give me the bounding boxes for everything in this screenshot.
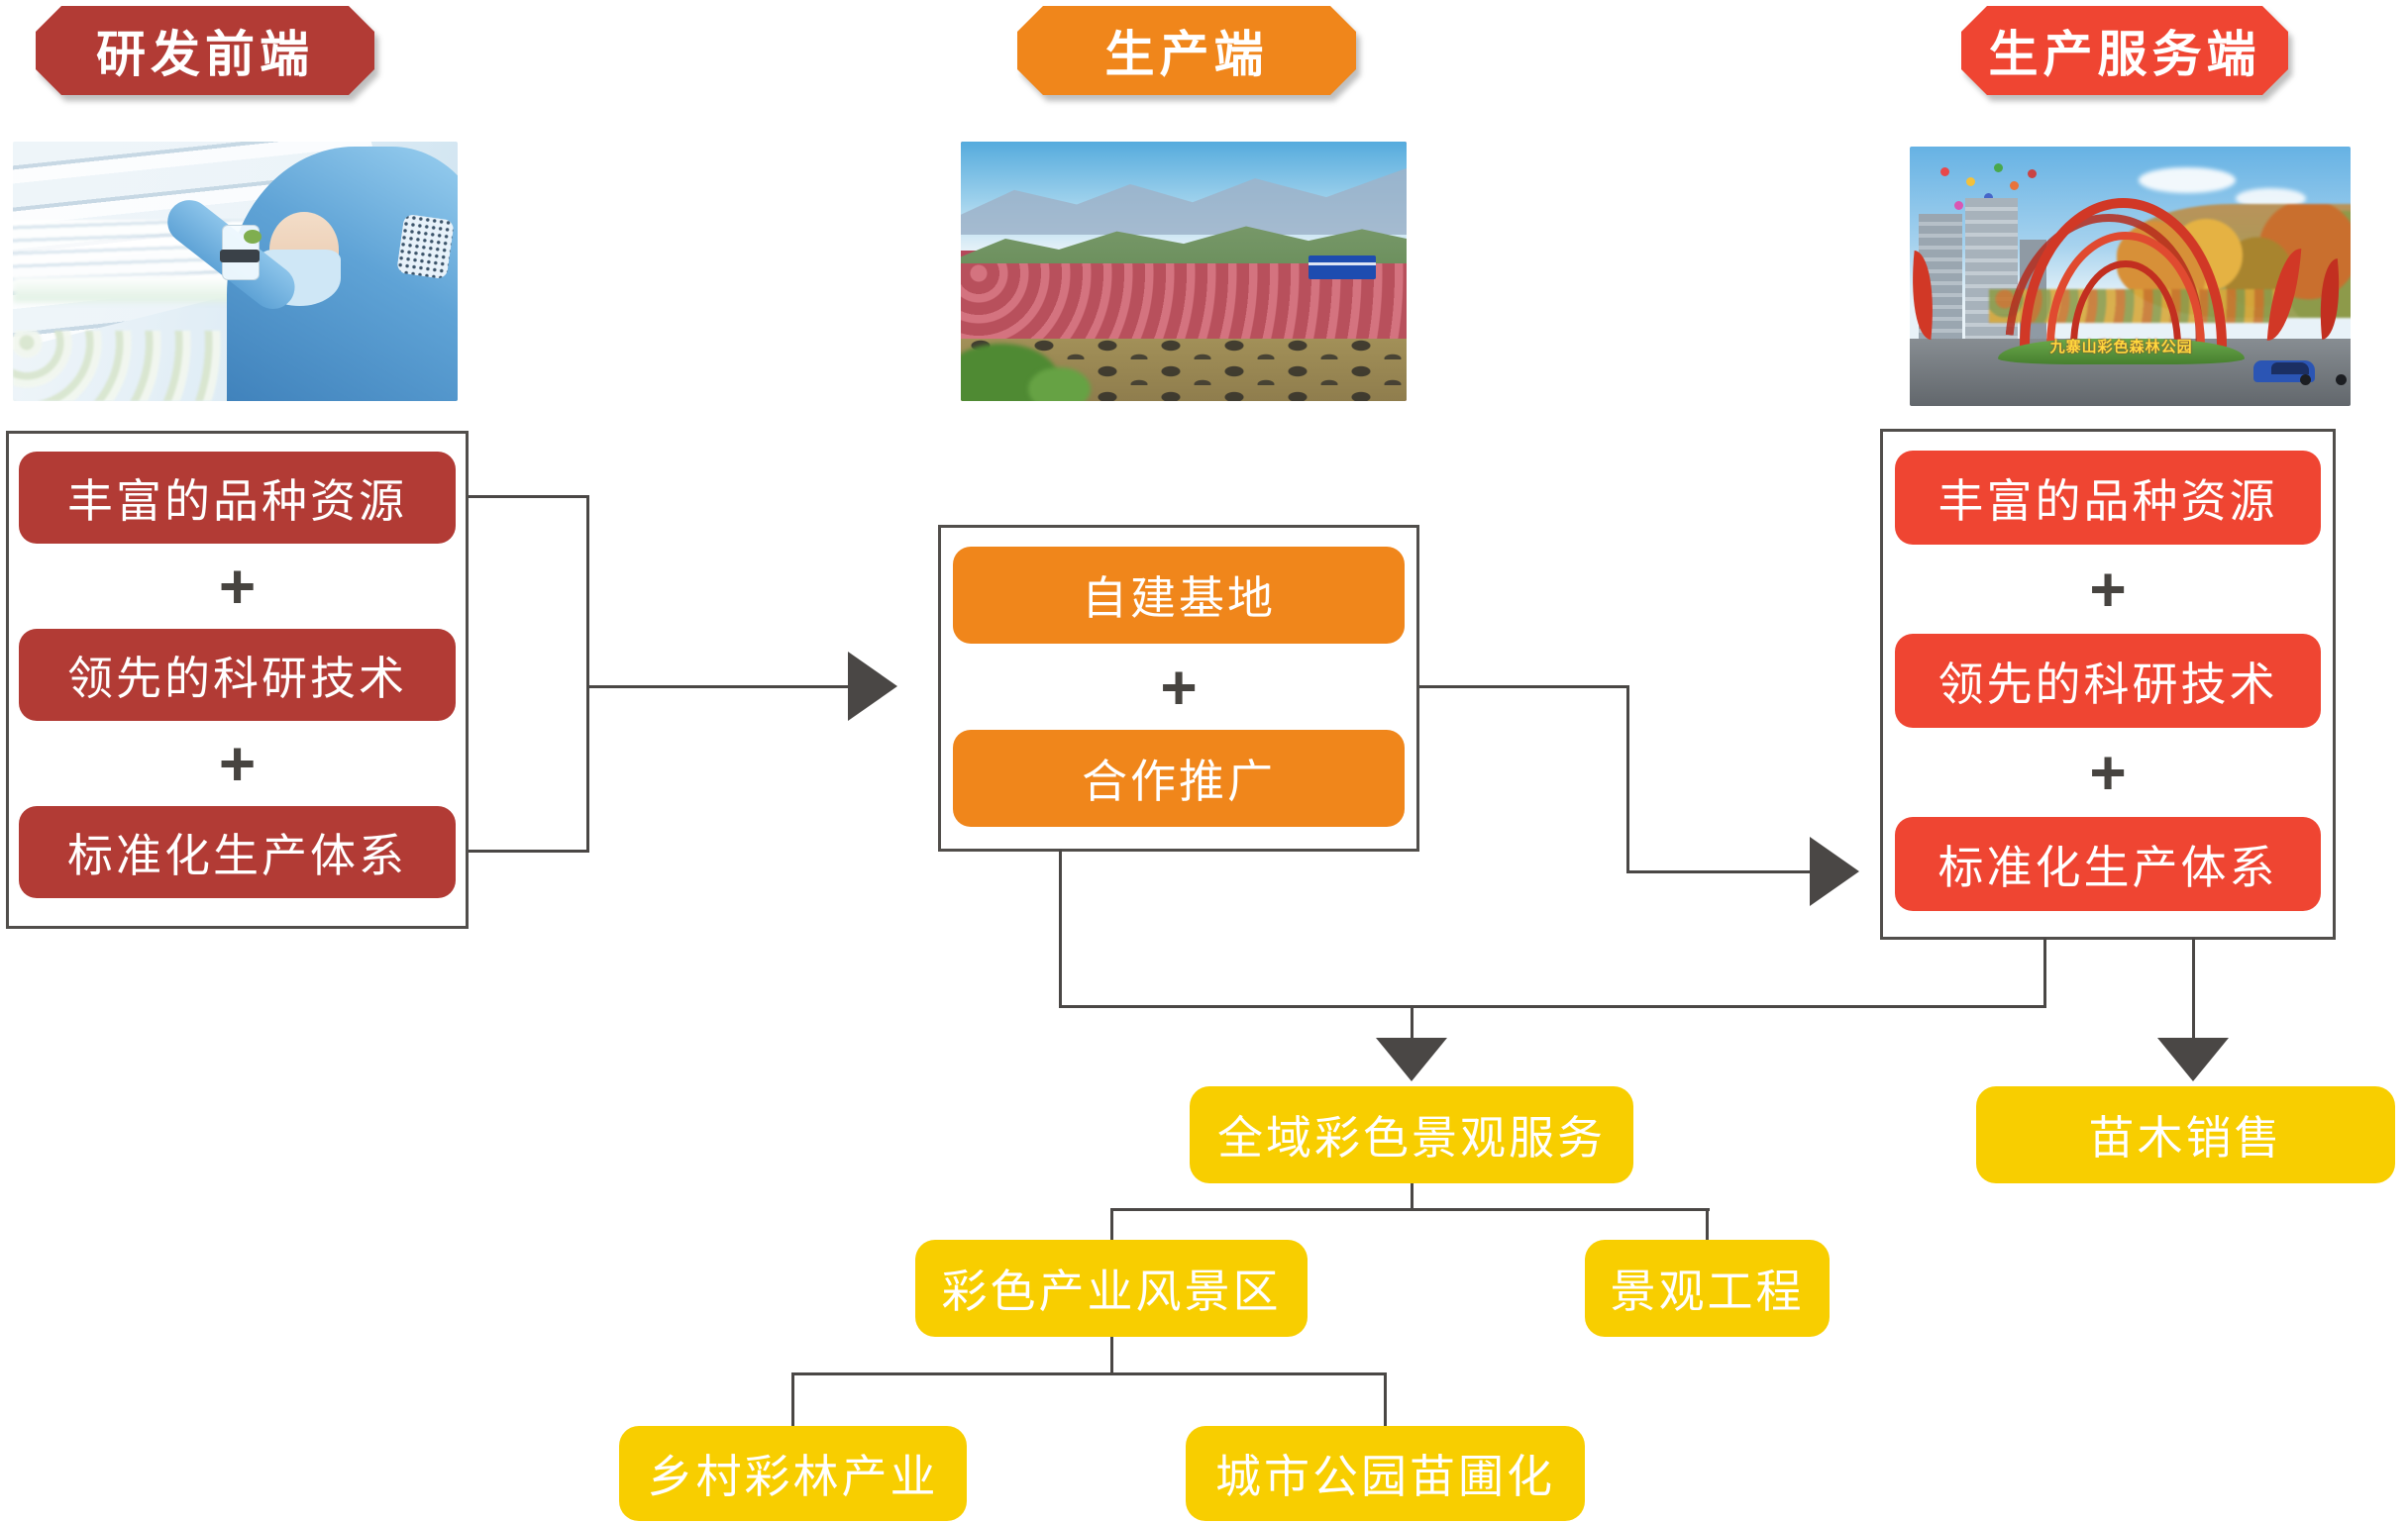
output-regional-landscape-service: 全域彩色景观服务 <box>1190 1086 1633 1183</box>
pill-service-standard-production: 标准化生产体系 <box>1895 817 2321 911</box>
gate-cloud <box>2139 166 2237 194</box>
photo-tissue-culture-lab <box>13 142 458 401</box>
gate-cloud-small <box>2236 187 2307 209</box>
header-badge-rd-frontend-label: 研发前端 <box>36 6 374 95</box>
gate-green-median <box>1998 338 2246 365</box>
connector-production-down <box>1626 685 1629 873</box>
nursery-bush-small <box>1027 366 1091 401</box>
tree-stub-engineering <box>1706 1208 1709 1240</box>
photo-park-gate-rendering: 九寨山彩色森林公园 <box>1910 147 2351 406</box>
nursery-red-maple-rows <box>961 263 1407 347</box>
lab-hood-vent-patch <box>395 213 455 280</box>
culture-jar-plant <box>244 230 262 245</box>
pill-cooperative-promotion: 合作推广 <box>953 730 1405 827</box>
connector-service-bottom-stub <box>2043 938 2046 1008</box>
tree-stub-urban <box>1384 1372 1387 1426</box>
tree-horizontal-2 <box>791 1372 1387 1375</box>
header-badge-production-label: 生产端 <box>1017 6 1356 95</box>
plus-sign: + <box>218 728 257 799</box>
arrow-head-to-landscape-service <box>1376 1038 1447 1081</box>
output-urban-park-nursery: 城市公园苗圃化 <box>1186 1426 1585 1521</box>
lab-worker-figure <box>159 147 458 401</box>
connector-production-right <box>1419 685 1629 688</box>
connector-production-bottom-stub <box>1059 850 1062 1008</box>
gate-sign-text: 九寨山彩色森林公园 <box>2049 339 2193 356</box>
tree-stub-parent-2 <box>1110 1337 1113 1375</box>
group-box-production: 自建基地 + 合作推广 <box>938 525 1419 852</box>
output-rural-color-forest-industry: 乡村彩林产业 <box>619 1426 967 1521</box>
gate-blue-car-cabin <box>2270 362 2309 375</box>
plus-sign: + <box>2089 737 2127 808</box>
photo-red-maple-nursery <box>961 142 1407 401</box>
header-badge-production-service: 生产服务端 <box>1961 6 2288 95</box>
tree-stub-scenic <box>1110 1208 1113 1240</box>
gate-car-wheels <box>2299 374 2311 386</box>
group-box-rd: 丰富的品种资源 + 领先的科研技术 + 标准化生产体系 <box>6 431 469 929</box>
output-seedling-sales: 苗木销售 <box>1976 1086 2395 1183</box>
pill-service-research-tech: 领先的科研技术 <box>1895 634 2321 728</box>
tree-stub-rural <box>791 1372 794 1426</box>
pill-rd-variety-resources: 丰富的品种资源 <box>19 452 456 544</box>
tree-stub-parent-1 <box>1411 1183 1413 1211</box>
connector-rd-top <box>469 495 589 498</box>
connector-merge-horizontal <box>1059 1005 2046 1008</box>
pill-own-base: 自建基地 <box>953 547 1405 644</box>
header-badge-rd-frontend: 研发前端 <box>36 6 374 95</box>
gate-balloons <box>1940 166 1950 176</box>
tree-horizontal-1 <box>1110 1208 1710 1211</box>
connector-rd-vertical <box>586 495 589 853</box>
output-landscape-engineering: 景观工程 <box>1585 1240 1830 1337</box>
plus-sign: + <box>218 551 257 622</box>
arrow-head-to-production <box>848 652 897 721</box>
arrow-head-to-seedling-sales <box>2157 1038 2229 1081</box>
nursery-blue-sign <box>1309 255 1376 279</box>
culture-jar-cap <box>220 249 261 262</box>
plus-sign: + <box>1160 651 1198 723</box>
arrow-head-to-service <box>1810 837 1859 906</box>
output-color-industry-scenic-area: 彩色产业风景区 <box>915 1240 1308 1337</box>
plus-sign: + <box>2089 554 2127 625</box>
pill-service-variety-resources: 丰富的品种资源 <box>1895 451 2321 545</box>
connector-rd-bottom <box>469 850 589 853</box>
group-box-production-service: 丰富的品种资源 + 领先的科研技术 + 标准化生产体系 <box>1880 429 2336 940</box>
pill-rd-standard-production: 标准化生产体系 <box>19 806 456 898</box>
header-badge-production: 生产端 <box>1017 6 1356 95</box>
connector-seedling-stub <box>2192 938 2195 1040</box>
connector-production-to-service <box>1626 870 1810 873</box>
header-badge-production-service-label: 生产服务端 <box>1961 6 2288 95</box>
connector-landscape-stub <box>1411 1005 1413 1040</box>
pill-rd-research-tech: 领先的科研技术 <box>19 629 456 721</box>
connector-rd-to-production <box>586 685 848 688</box>
